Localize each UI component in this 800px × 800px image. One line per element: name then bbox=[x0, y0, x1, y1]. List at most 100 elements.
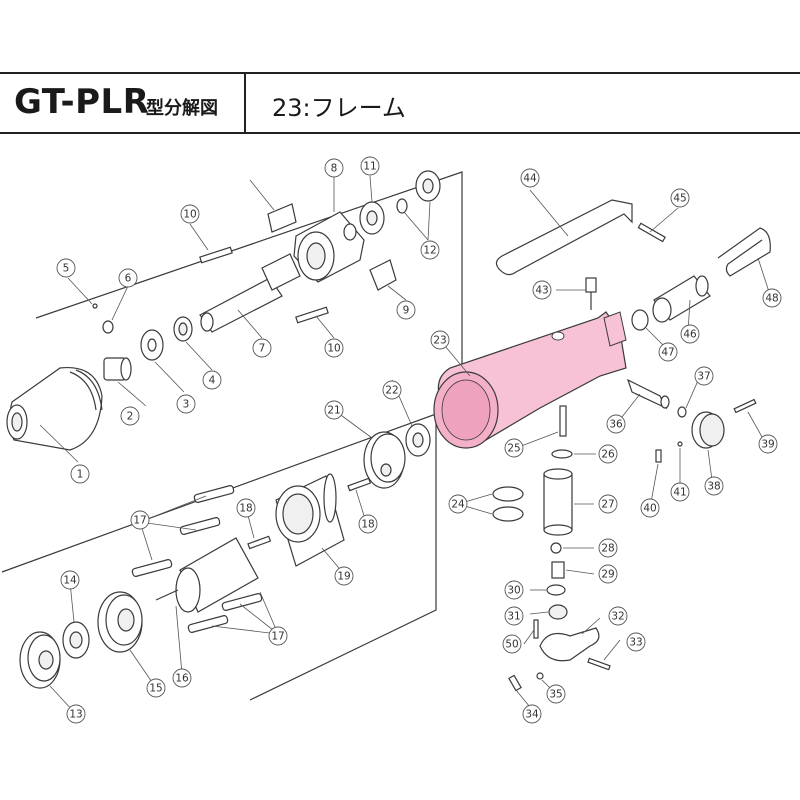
callout-number: 34 bbox=[525, 709, 539, 721]
part-16-rotor bbox=[155, 537, 259, 613]
callout-circle bbox=[396, 300, 416, 320]
callout-24: 24 bbox=[448, 494, 468, 514]
callout-number: 21 bbox=[327, 405, 340, 417]
callout-39: 39 bbox=[758, 434, 778, 454]
callout-circle bbox=[504, 438, 524, 458]
callout-21: 21 bbox=[324, 400, 344, 420]
callout-number: 32 bbox=[611, 611, 624, 623]
callout-circle bbox=[504, 606, 524, 626]
part-31-nut bbox=[548, 604, 568, 620]
callout-number: 19 bbox=[337, 571, 350, 583]
part-35-ball bbox=[536, 672, 544, 680]
callout-circle bbox=[448, 494, 468, 514]
part-3-washer bbox=[140, 329, 164, 361]
callout-41: 41 bbox=[670, 482, 690, 502]
part-11-collar bbox=[359, 201, 385, 235]
frame-front-bore bbox=[441, 379, 491, 441]
callout-23: 23 bbox=[430, 330, 450, 350]
callout-29: 29 bbox=[598, 564, 618, 584]
callout-circle bbox=[430, 330, 450, 350]
callout-number: 5 bbox=[63, 263, 70, 275]
callout-number: 22 bbox=[385, 385, 398, 397]
part-4-bearing bbox=[173, 316, 193, 342]
callout-circle bbox=[758, 434, 778, 454]
callout-18: 18 bbox=[358, 514, 378, 534]
callout-19: 19 bbox=[334, 566, 354, 586]
callout-circle bbox=[252, 338, 272, 358]
callout-circle bbox=[60, 570, 80, 590]
callout-number: 45 bbox=[673, 193, 686, 205]
part-27-valve-body bbox=[543, 468, 573, 536]
callout-circle bbox=[268, 626, 288, 646]
part-25-pin bbox=[559, 405, 567, 437]
part-46-o-ring bbox=[631, 309, 649, 331]
callout-number: 10 bbox=[183, 209, 196, 221]
callout-circle bbox=[324, 400, 344, 420]
callout-number: 7 bbox=[259, 343, 266, 355]
callout-9: 9 bbox=[396, 300, 416, 320]
callout-circle bbox=[70, 464, 90, 484]
part-50-pin bbox=[533, 619, 539, 639]
callout-circle bbox=[598, 444, 618, 464]
callout-circle bbox=[180, 204, 200, 224]
callout-48: 48 bbox=[762, 288, 782, 308]
callout-number: 38 bbox=[707, 481, 720, 493]
part-12-bearings bbox=[396, 170, 441, 214]
callout-number: 13 bbox=[69, 709, 82, 721]
callout-number: 18 bbox=[361, 519, 374, 531]
callout-28: 28 bbox=[598, 538, 618, 558]
callout-number: 41 bbox=[673, 487, 686, 499]
callout-46: 46 bbox=[680, 324, 700, 344]
callout-38: 38 bbox=[704, 476, 724, 496]
model-name: GT-PLR bbox=[14, 82, 150, 122]
callout-34: 34 bbox=[522, 704, 542, 724]
callout-circle bbox=[520, 168, 540, 188]
part-29-spring bbox=[551, 561, 565, 579]
callout-10: 10 bbox=[324, 338, 344, 358]
callout-47: 47 bbox=[658, 342, 678, 362]
callout-circle bbox=[420, 240, 440, 260]
callout-circle bbox=[502, 634, 522, 654]
upper-panel-frame bbox=[35, 171, 463, 378]
callout-8: 8 bbox=[324, 158, 344, 178]
callout-number: 11 bbox=[363, 161, 376, 173]
callout-circle bbox=[56, 258, 76, 278]
part-9-clip bbox=[369, 259, 397, 291]
callout-27: 27 bbox=[598, 494, 618, 514]
part-10-pin-upper bbox=[199, 246, 233, 264]
title-bar: GT-PLR 型分解図 23:フレーム bbox=[0, 72, 800, 134]
callout-number: 3 bbox=[183, 399, 190, 411]
part-28-ball bbox=[550, 542, 562, 554]
callout-1: 1 bbox=[70, 464, 90, 484]
callout-13: 13 bbox=[66, 704, 86, 724]
callout-circle bbox=[176, 394, 196, 414]
part-15-bearing-plate bbox=[97, 591, 143, 653]
callout-33: 33 bbox=[626, 632, 646, 652]
callout-number: 30 bbox=[507, 585, 520, 597]
callout-15: 15 bbox=[146, 678, 166, 698]
callout-number: 17 bbox=[271, 631, 284, 643]
callout-circle bbox=[670, 482, 690, 502]
callout-number: 16 bbox=[175, 673, 189, 685]
callout-number: 46 bbox=[683, 329, 697, 341]
callout-35: 35 bbox=[546, 684, 566, 704]
part-14-bearing bbox=[62, 621, 90, 659]
callout-30: 30 bbox=[504, 580, 524, 600]
callout-circle bbox=[670, 188, 690, 208]
callout-number: 39 bbox=[761, 439, 774, 451]
callout-number: 47 bbox=[661, 347, 674, 359]
callout-circle bbox=[598, 494, 618, 514]
part-10-pin-lower bbox=[295, 306, 329, 324]
callout-4: 4 bbox=[202, 370, 222, 390]
part-2-sleeve bbox=[103, 357, 132, 381]
callout-45: 45 bbox=[670, 188, 690, 208]
callout-number: 6 bbox=[125, 273, 132, 285]
callout-number: 43 bbox=[535, 285, 548, 297]
callout-number: 14 bbox=[63, 575, 77, 587]
callout-31: 31 bbox=[504, 606, 524, 626]
callout-number: 10 bbox=[327, 343, 340, 355]
callout-44: 44 bbox=[520, 168, 540, 188]
callout-circle bbox=[546, 684, 566, 704]
callout-number: 8 bbox=[331, 163, 338, 175]
callout-22: 22 bbox=[382, 380, 402, 400]
